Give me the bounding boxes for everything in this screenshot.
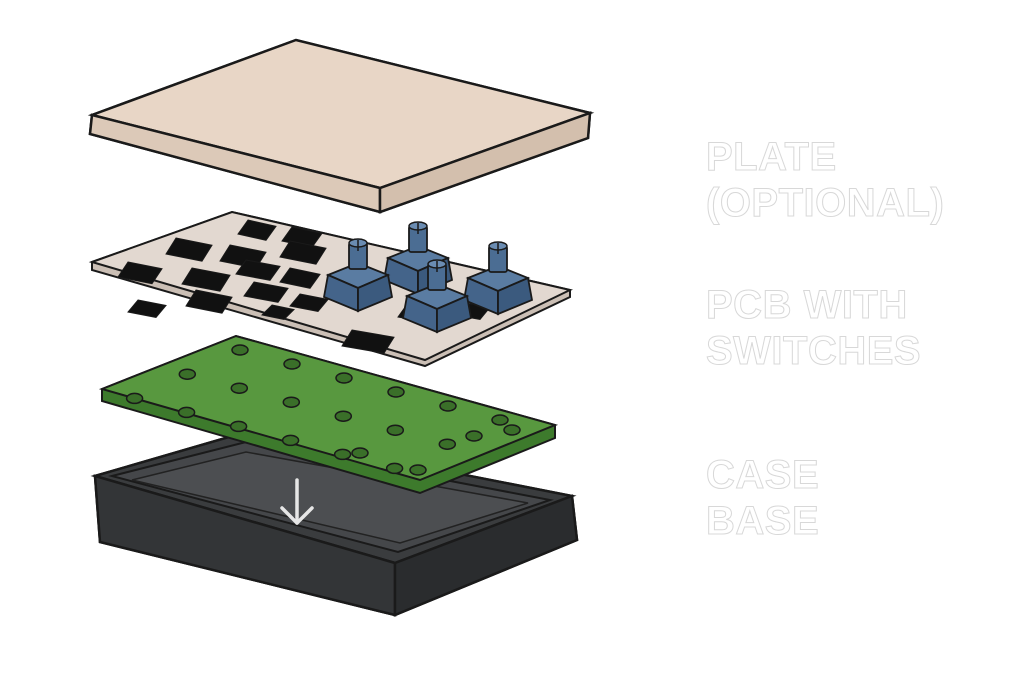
- pcb-cutout: [117, 261, 163, 285]
- label-plate: PLATE (OPTIONAL): [705, 134, 945, 226]
- label-case: CASE BASE: [705, 452, 820, 544]
- board-hole: [333, 448, 352, 461]
- pcb-cutout: [279, 267, 321, 289]
- switches: [322, 221, 534, 334]
- board-hole: [334, 410, 353, 422]
- label-pcb-line2: SWITCHES: [705, 329, 922, 374]
- board-hole: [409, 464, 427, 476]
- plate: [87, 38, 595, 214]
- label-plate-line2: (OPTIONAL): [705, 181, 945, 226]
- arrow-down-icon: [280, 478, 314, 525]
- label-pcb: PCB WITH SWITCHES: [705, 282, 922, 374]
- board-hole: [351, 447, 369, 459]
- board-hole: [386, 424, 405, 436]
- board-hole: [387, 386, 405, 398]
- label-pcb-line1: PCB WITH: [705, 283, 908, 328]
- pcb-cutout: [260, 304, 296, 321]
- pcb-cutout: [341, 329, 395, 354]
- green-board: [98, 334, 559, 495]
- board-hole: [229, 420, 248, 433]
- board-hole: [283, 358, 301, 370]
- board-hole: [439, 400, 457, 412]
- board-hole: [178, 368, 197, 380]
- pcb-cutout: [237, 219, 277, 241]
- board-hole: [503, 424, 521, 436]
- board-hole: [231, 344, 249, 356]
- label-plate-line1: PLATE: [705, 135, 837, 180]
- board-hole: [125, 392, 144, 405]
- board-hole: [465, 430, 483, 442]
- board-hole: [438, 438, 457, 450]
- board-hole: [335, 372, 353, 384]
- pcb-cutout: [279, 240, 327, 265]
- pcb-cutout: [235, 259, 281, 281]
- pcb-cutout: [289, 293, 329, 312]
- label-case-line2: BASE: [705, 499, 820, 544]
- board-hole: [177, 406, 196, 419]
- switch: [462, 241, 534, 316]
- pcb-cutout: [165, 237, 213, 262]
- switch: [322, 238, 394, 313]
- pcb-cutout: [127, 299, 167, 318]
- label-case-line1: CASE: [705, 453, 820, 498]
- board-hole: [282, 396, 301, 408]
- board-hole: [230, 382, 249, 394]
- switch: [401, 259, 473, 334]
- pcb-cutout: [181, 267, 231, 292]
- board-hole: [281, 434, 300, 447]
- pcb-cutout: [185, 289, 233, 314]
- board-hole: [385, 462, 404, 475]
- board-hole: [491, 414, 509, 426]
- pcb-cutout: [243, 281, 289, 303]
